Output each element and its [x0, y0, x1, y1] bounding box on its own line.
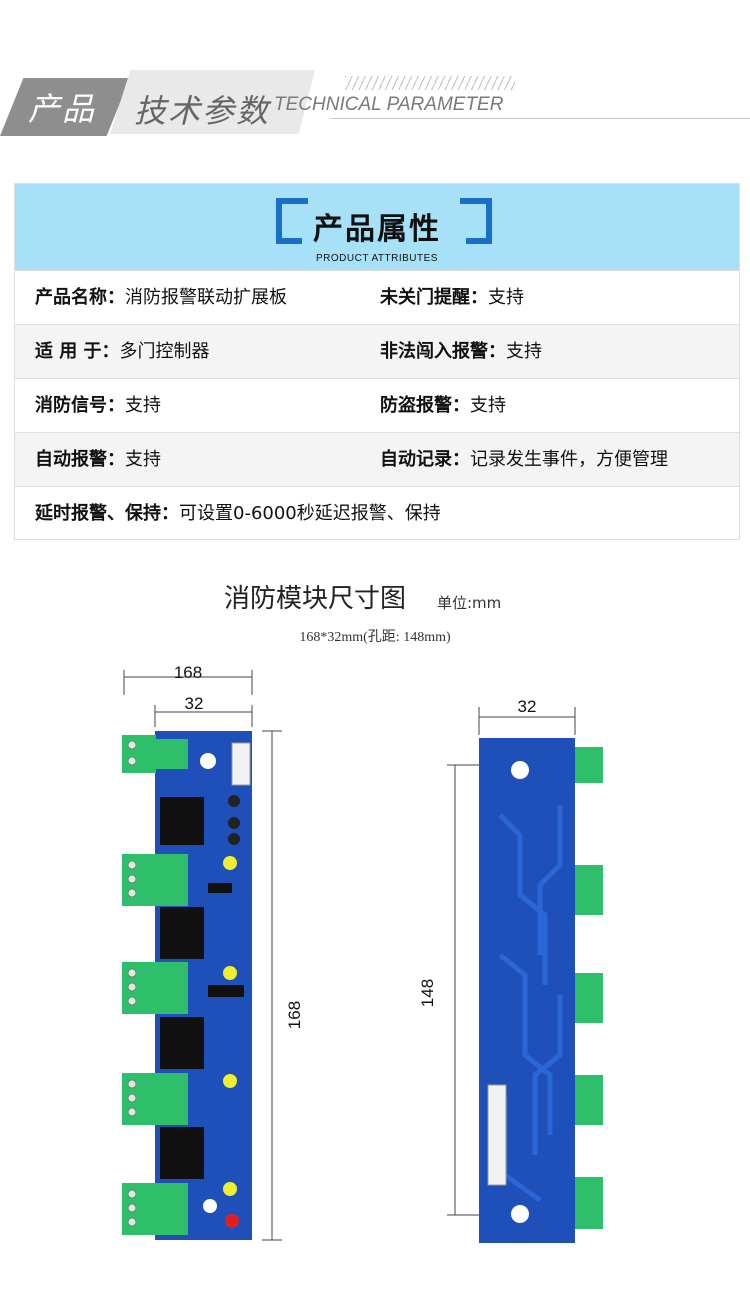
attribute-left: 产品名称：消防报警联动扩展板	[35, 287, 287, 308]
relay	[160, 1127, 204, 1179]
serial-label	[487, 1084, 507, 1186]
attribute-left: 适 用 于：多门控制器	[35, 341, 210, 362]
led-yellow	[223, 1182, 237, 1196]
attribute-left: 消防信号：支持	[35, 395, 161, 416]
terminal-block	[575, 747, 603, 783]
ic-chip	[208, 985, 244, 997]
heading-bracket-bottom	[276, 238, 492, 244]
terminal-block	[575, 865, 603, 915]
pcb-front-view	[122, 731, 252, 1240]
product-attributes-table: 产品属性 PRODUCT ATTRIBUTES 产品名称：消防报警联动扩展板 未…	[14, 183, 740, 540]
led-yellow	[223, 966, 237, 980]
heading-bracket-top	[276, 198, 492, 244]
attribute-right: 非法闯入报警：支持	[380, 341, 542, 362]
attribute-left: 自动报警：支持	[35, 449, 161, 470]
terminal-block	[575, 1075, 603, 1125]
front-width-label: 168	[174, 663, 202, 682]
dimension-subtitle: 168*32mm(孔距: 148mm)	[299, 630, 451, 645]
attribute-row: 延时报警、保持：可设置0-6000秒延迟报警、保持	[15, 486, 739, 540]
led-yellow	[223, 1074, 237, 1088]
relay	[160, 907, 204, 959]
attribute-row: 产品名称：消防报警联动扩展板 未关门提醒：支持	[15, 270, 739, 324]
attribute-right: 未关门提醒：支持	[380, 287, 524, 308]
attributes-heading: 产品属性 PRODUCT ATTRIBUTES	[15, 184, 739, 270]
mounting-hole	[511, 761, 529, 779]
header-light-tab	[110, 70, 315, 134]
pcb-back-view	[479, 738, 603, 1243]
back-width-label: 32	[518, 697, 537, 716]
attribute-right: 自动记录：记录发生事件，方便管理	[380, 449, 668, 470]
board-dimension-diagram: 168 32 168	[122, 663, 603, 1243]
capacitor	[228, 833, 240, 845]
attribute-right: 防盗报警：支持	[380, 395, 506, 416]
dimension-unit: 单位:mm	[437, 594, 502, 612]
front-inner-width-label: 32	[185, 694, 204, 713]
terminal-block	[156, 739, 188, 769]
led-yellow	[223, 856, 237, 870]
ic-chip	[208, 883, 232, 893]
attributes-title: 产品属性	[313, 212, 441, 247]
front-height-label: 168	[285, 1001, 304, 1029]
capacitor	[228, 795, 240, 807]
mounting-hole	[203, 1199, 217, 1213]
terminal-screws	[127, 740, 137, 1227]
header-tech-label: 技术参数	[134, 92, 271, 130]
relay	[160, 1017, 204, 1069]
attributes-subtitle: PRODUCT ATTRIBUTES	[316, 253, 438, 264]
attribute-row: 消防信号：支持 防盗报警：支持	[15, 378, 739, 432]
relay	[160, 797, 204, 845]
front-dimension-lines	[123, 670, 282, 1241]
terminal-block	[575, 973, 603, 1023]
mounting-hole	[511, 1205, 529, 1223]
terminal-block	[575, 1177, 603, 1229]
attribute-left: 延时报警、保持：可设置0-6000秒延迟报警、保持	[35, 503, 441, 524]
terminal-block	[122, 735, 156, 773]
section-header: 产品 技术参数 TECHNICAL PARAMETER	[0, 60, 750, 150]
led-red	[225, 1214, 239, 1228]
back-height-label: 148	[418, 979, 437, 1007]
attribute-row: 自动报警：支持 自动记录：记录发生事件，方便管理	[15, 432, 739, 486]
pcb-connector	[231, 742, 251, 786]
mounting-hole	[200, 753, 216, 769]
header-english-label: TECHNICAL PARAMETER	[274, 94, 504, 115]
header-dark-tab	[0, 78, 130, 136]
attribute-row: 适 用 于：多门控制器 非法闯入报警：支持	[15, 324, 739, 378]
header-divider	[330, 118, 750, 119]
header-hatch-decoration	[345, 76, 515, 90]
capacitor	[228, 817, 240, 829]
header-product-label: 产品	[28, 90, 97, 128]
dimension-title: 消防模块尺寸图	[224, 584, 407, 614]
